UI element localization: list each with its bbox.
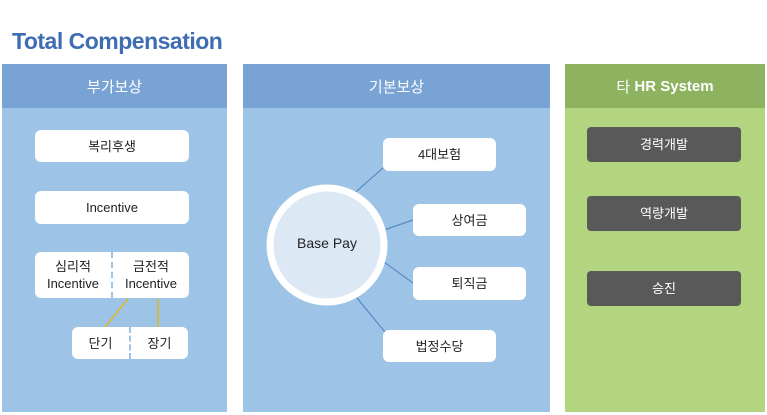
connector [104, 298, 129, 328]
box-social-insurance: 4대보험 [383, 138, 496, 171]
column-other-hr-system: 타 HR System [565, 64, 765, 412]
header-bold: HR System [634, 77, 714, 95]
box-term: 단기 장기 [72, 327, 188, 359]
divider [129, 327, 131, 359]
column-header: 기본보상 [243, 64, 550, 108]
connector [383, 261, 414, 284]
connector [383, 219, 414, 231]
base-pay-circle [266, 184, 388, 306]
page-title: Total Compensation [12, 28, 223, 54]
divider [111, 252, 113, 298]
box-statutory-allowance: 법정수당 [383, 330, 496, 362]
column-header: 부가보상 [2, 64, 227, 108]
box-welfare: 복리후생 [35, 130, 189, 162]
header-prefix: 타 [616, 78, 631, 96]
short-term: 단기 [88, 335, 113, 351]
column-header: 타 HR System [565, 64, 765, 108]
box-severance: 퇴직금 [413, 267, 526, 300]
box-promotion: 승진 [587, 271, 741, 306]
connector [351, 291, 386, 333]
box-incentive: Incentive [35, 191, 189, 224]
box-bonus: 상여금 [413, 204, 526, 236]
base-pay-label: Base Pay [297, 235, 357, 251]
box-competency-development: 역량개발 [587, 196, 741, 231]
long-term: 장기 [147, 335, 172, 351]
box-career-development: 경력개발 [587, 127, 741, 162]
